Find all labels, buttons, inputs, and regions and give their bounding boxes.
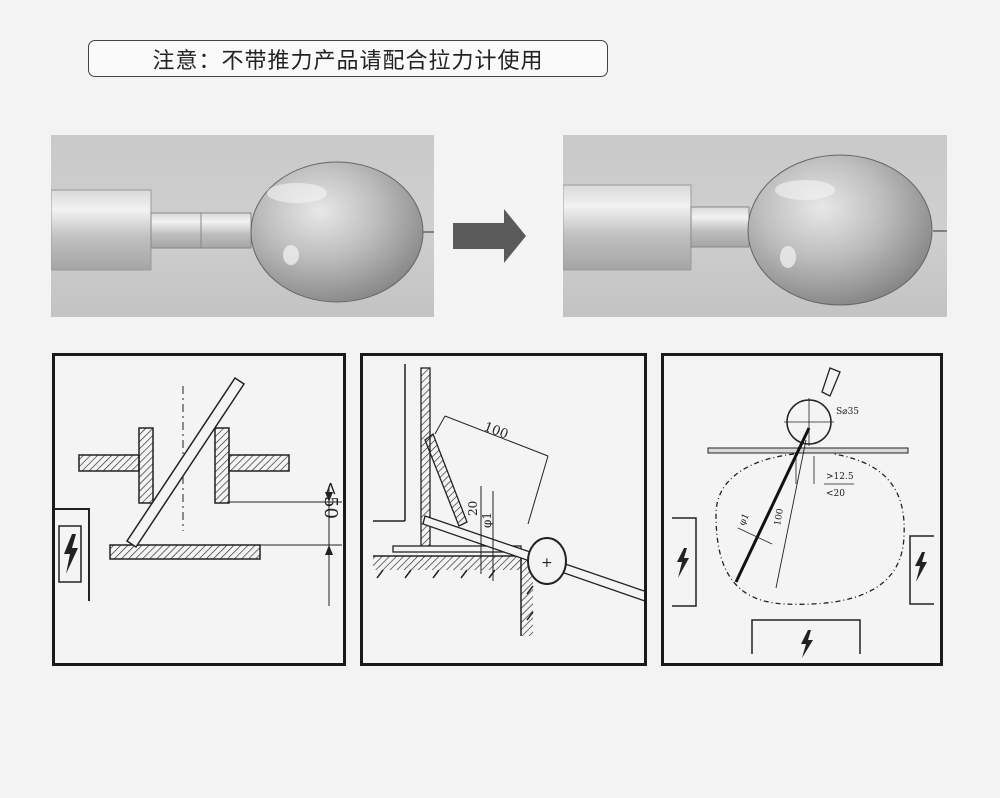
ball-probe-icon: [51, 135, 434, 317]
offset-dimension-label: 20: [466, 501, 480, 516]
photo-probe-after: [563, 135, 947, 317]
center-mark: +: [541, 555, 553, 571]
diagram-angled-probe: + 100 20 φ1: [360, 353, 647, 666]
diameter-label: φ1: [738, 512, 752, 527]
length-dimension-label: 100: [482, 420, 511, 443]
note-text: 注意：不带推力产品请配合拉力计使用: [152, 48, 544, 74]
diameter-label: φ1: [480, 512, 494, 528]
dim-a-label: >12.5: [826, 472, 854, 482]
lightning-bolt-icon: [915, 552, 927, 582]
lightning-bolt-icon: [58, 525, 82, 583]
diagram-3-drawing: S⌀35 >12.5 <20 φ1 100: [672, 367, 934, 658]
dim-b-label: <20: [826, 489, 845, 499]
diagram-1-drawing: <50: [55, 376, 342, 606]
lightning-bolt-icon: [677, 548, 689, 578]
note-banner: 注意：不带推力产品请配合拉力计使用: [88, 40, 608, 77]
diagram-straight-probe: <50: [52, 353, 346, 666]
transition-arrow-panel: [434, 135, 563, 317]
diagram-2-drawing: + 100 20 φ1: [373, 364, 644, 636]
photo-probe-before: [51, 135, 434, 317]
sphere-dimension-label: S⌀35: [836, 407, 859, 417]
length-dimension-label: 100: [773, 508, 786, 527]
gap-dimension-label: <50: [320, 481, 341, 519]
lightning-bolt-icon: [801, 630, 813, 658]
arrow-right-icon: [453, 209, 526, 263]
ball-probe-icon: [563, 135, 947, 317]
diagram-sphere-probe: S⌀35 >12.5 <20 φ1 100: [661, 353, 943, 666]
